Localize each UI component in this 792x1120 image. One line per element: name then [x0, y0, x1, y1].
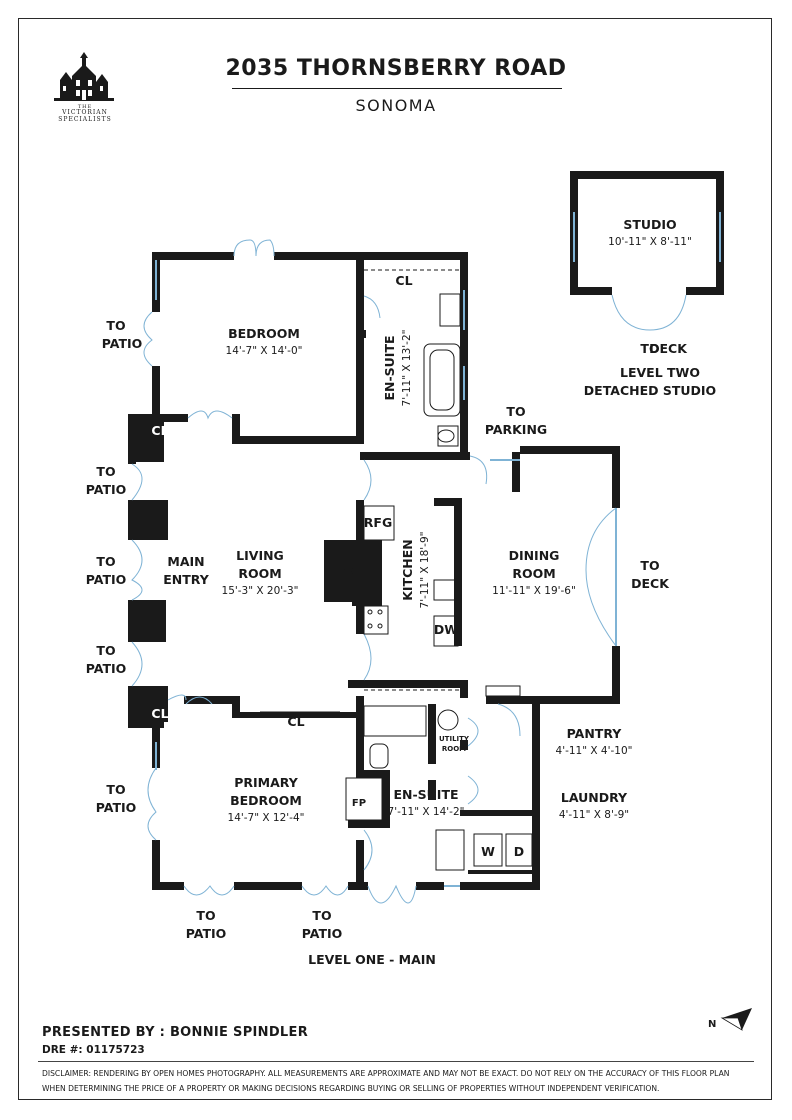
living-exit1-to: TO	[96, 464, 115, 479]
disclaimer-line1: DISCLAIMER: RENDERING BY OPEN HOMES PHOT…	[42, 1069, 730, 1078]
living-exit2-patio: PATIO	[86, 572, 127, 587]
living-name-line2: ROOM	[238, 566, 281, 581]
kitchen-name: KITCHEN	[400, 539, 415, 601]
primary-dims: 14'-7" X 12'-4"	[228, 812, 305, 824]
main-entry-line2: ENTRY	[163, 572, 209, 587]
parking-exit-label: PARKING	[485, 422, 547, 437]
south-exit1-to: TO	[196, 908, 215, 923]
page-subtitle: SONOMA	[355, 96, 437, 115]
living-name-line1: LIVING	[236, 548, 284, 563]
living-exit3-patio: PATIO	[86, 661, 127, 676]
logo-text-specialists: SPECIALISTS	[58, 116, 112, 123]
dishwasher-label: DW	[434, 622, 458, 637]
living-exit1-patio: PATIO	[86, 482, 127, 497]
level-one-label: LEVEL ONE - MAIN	[308, 952, 436, 967]
lower-ensuite-dims: 7'-11" X 14'-2"	[388, 806, 465, 818]
victorian-house-icon	[54, 52, 114, 101]
windows	[155, 212, 721, 887]
doors	[131, 239, 687, 904]
living-dims: 15'-3" X 20'-3"	[222, 585, 299, 597]
studio-exit-deck: DECK	[649, 341, 688, 356]
primary-exit-patio: PATIO	[96, 800, 137, 815]
page-border	[18, 18, 772, 1100]
primary-name-line1: PRIMARY	[234, 775, 298, 790]
dining-exit-deck: DECK	[631, 576, 670, 591]
living-fireplace-label: FP	[337, 565, 355, 580]
south-exit2-patio: PATIO	[302, 926, 343, 941]
south-exit1-patio: PATIO	[186, 926, 227, 941]
north-label: N	[708, 1019, 716, 1030]
dryer-label: D	[514, 844, 524, 859]
pantry-dims: 4'-11" X 4'-10"	[556, 745, 633, 757]
page-title: 2035 THORNSBERRY ROAD	[225, 56, 567, 81]
dining-name-line1: DINING	[509, 548, 560, 563]
north-arrow-icon: N	[708, 1008, 752, 1031]
dining-exit-to: TO	[640, 558, 659, 573]
level-two-sublabel: DETACHED STUDIO	[584, 383, 716, 398]
parking-exit-to: TO	[506, 404, 525, 419]
washer-label: W	[481, 844, 495, 859]
bedroom-exit-to: TO	[106, 318, 125, 333]
disclaimer-line2: WHEN DETERMINING THE PRICE OF A PROPERTY…	[42, 1084, 660, 1093]
studio-name: STUDIO	[623, 217, 676, 232]
living-exit3-to: TO	[96, 643, 115, 658]
bedroom-exit-patio: PATIO	[102, 336, 143, 351]
bedroom-name: BEDROOM	[228, 326, 300, 341]
room-labels: STUDIO 10'-11" X 8'-11" TO DECK LEVEL TW…	[86, 217, 716, 967]
studio-dims: 10'-11" X 8'-11"	[608, 236, 692, 248]
disclaimer: DISCLAIMER: RENDERING BY OPEN HOMES PHOT…	[42, 1066, 752, 1096]
pantry-name: PANTRY	[567, 726, 623, 741]
kitchen-dims: 7'-11" X 18'-9"	[419, 532, 431, 609]
primary-exit-to: TO	[106, 782, 125, 797]
title-divider	[232, 88, 562, 89]
dre-number: DRE #: 01175723	[42, 1044, 145, 1056]
primary-fireplace-label: FP	[352, 798, 366, 809]
laundry-dims: 4'-11" X 8'-9"	[559, 809, 629, 821]
primary-closet-label: CL	[287, 714, 304, 729]
upper-closet-label: CL	[395, 273, 412, 288]
walls	[128, 171, 724, 890]
logo-text-the: THE	[77, 104, 93, 110]
left-lower-closet-label: CL	[151, 706, 168, 721]
south-exit2-to: TO	[312, 908, 331, 923]
living-exit2-to: TO	[96, 554, 115, 569]
dining-name-line2: ROOM	[512, 566, 555, 581]
upper-ensuite-dims: 7'-11" X 13'-2"	[401, 330, 413, 407]
utility-room-line1: UTILITY	[439, 735, 470, 743]
utility-room-line2: ROOM	[442, 745, 466, 753]
presented-by: PRESENTED BY : BONNIE SPINDLER	[42, 1025, 309, 1040]
fixtures	[260, 269, 533, 871]
main-entry-line1: MAIN	[167, 554, 204, 569]
primary-name-line2: BEDROOM	[230, 793, 302, 808]
refrigerator-label: RFG	[364, 515, 392, 530]
level-two-label: LEVEL TWO	[620, 365, 700, 380]
left-upper-closet-label: CL	[151, 423, 168, 438]
lower-ensuite-name: EN-SUITE	[393, 787, 458, 802]
dining-dims: 11'-11" X 19'-6"	[492, 585, 576, 597]
footer-divider	[38, 1061, 754, 1062]
bedroom-dims: 14'-7" X 14'-0"	[226, 345, 303, 357]
studio-exit-to: TO	[640, 341, 659, 356]
upper-ensuite-name: EN-SUITE	[382, 335, 397, 400]
laundry-name: LAUNDRY	[561, 790, 628, 805]
logo-text-victorian: VICTORIAN	[62, 109, 108, 116]
